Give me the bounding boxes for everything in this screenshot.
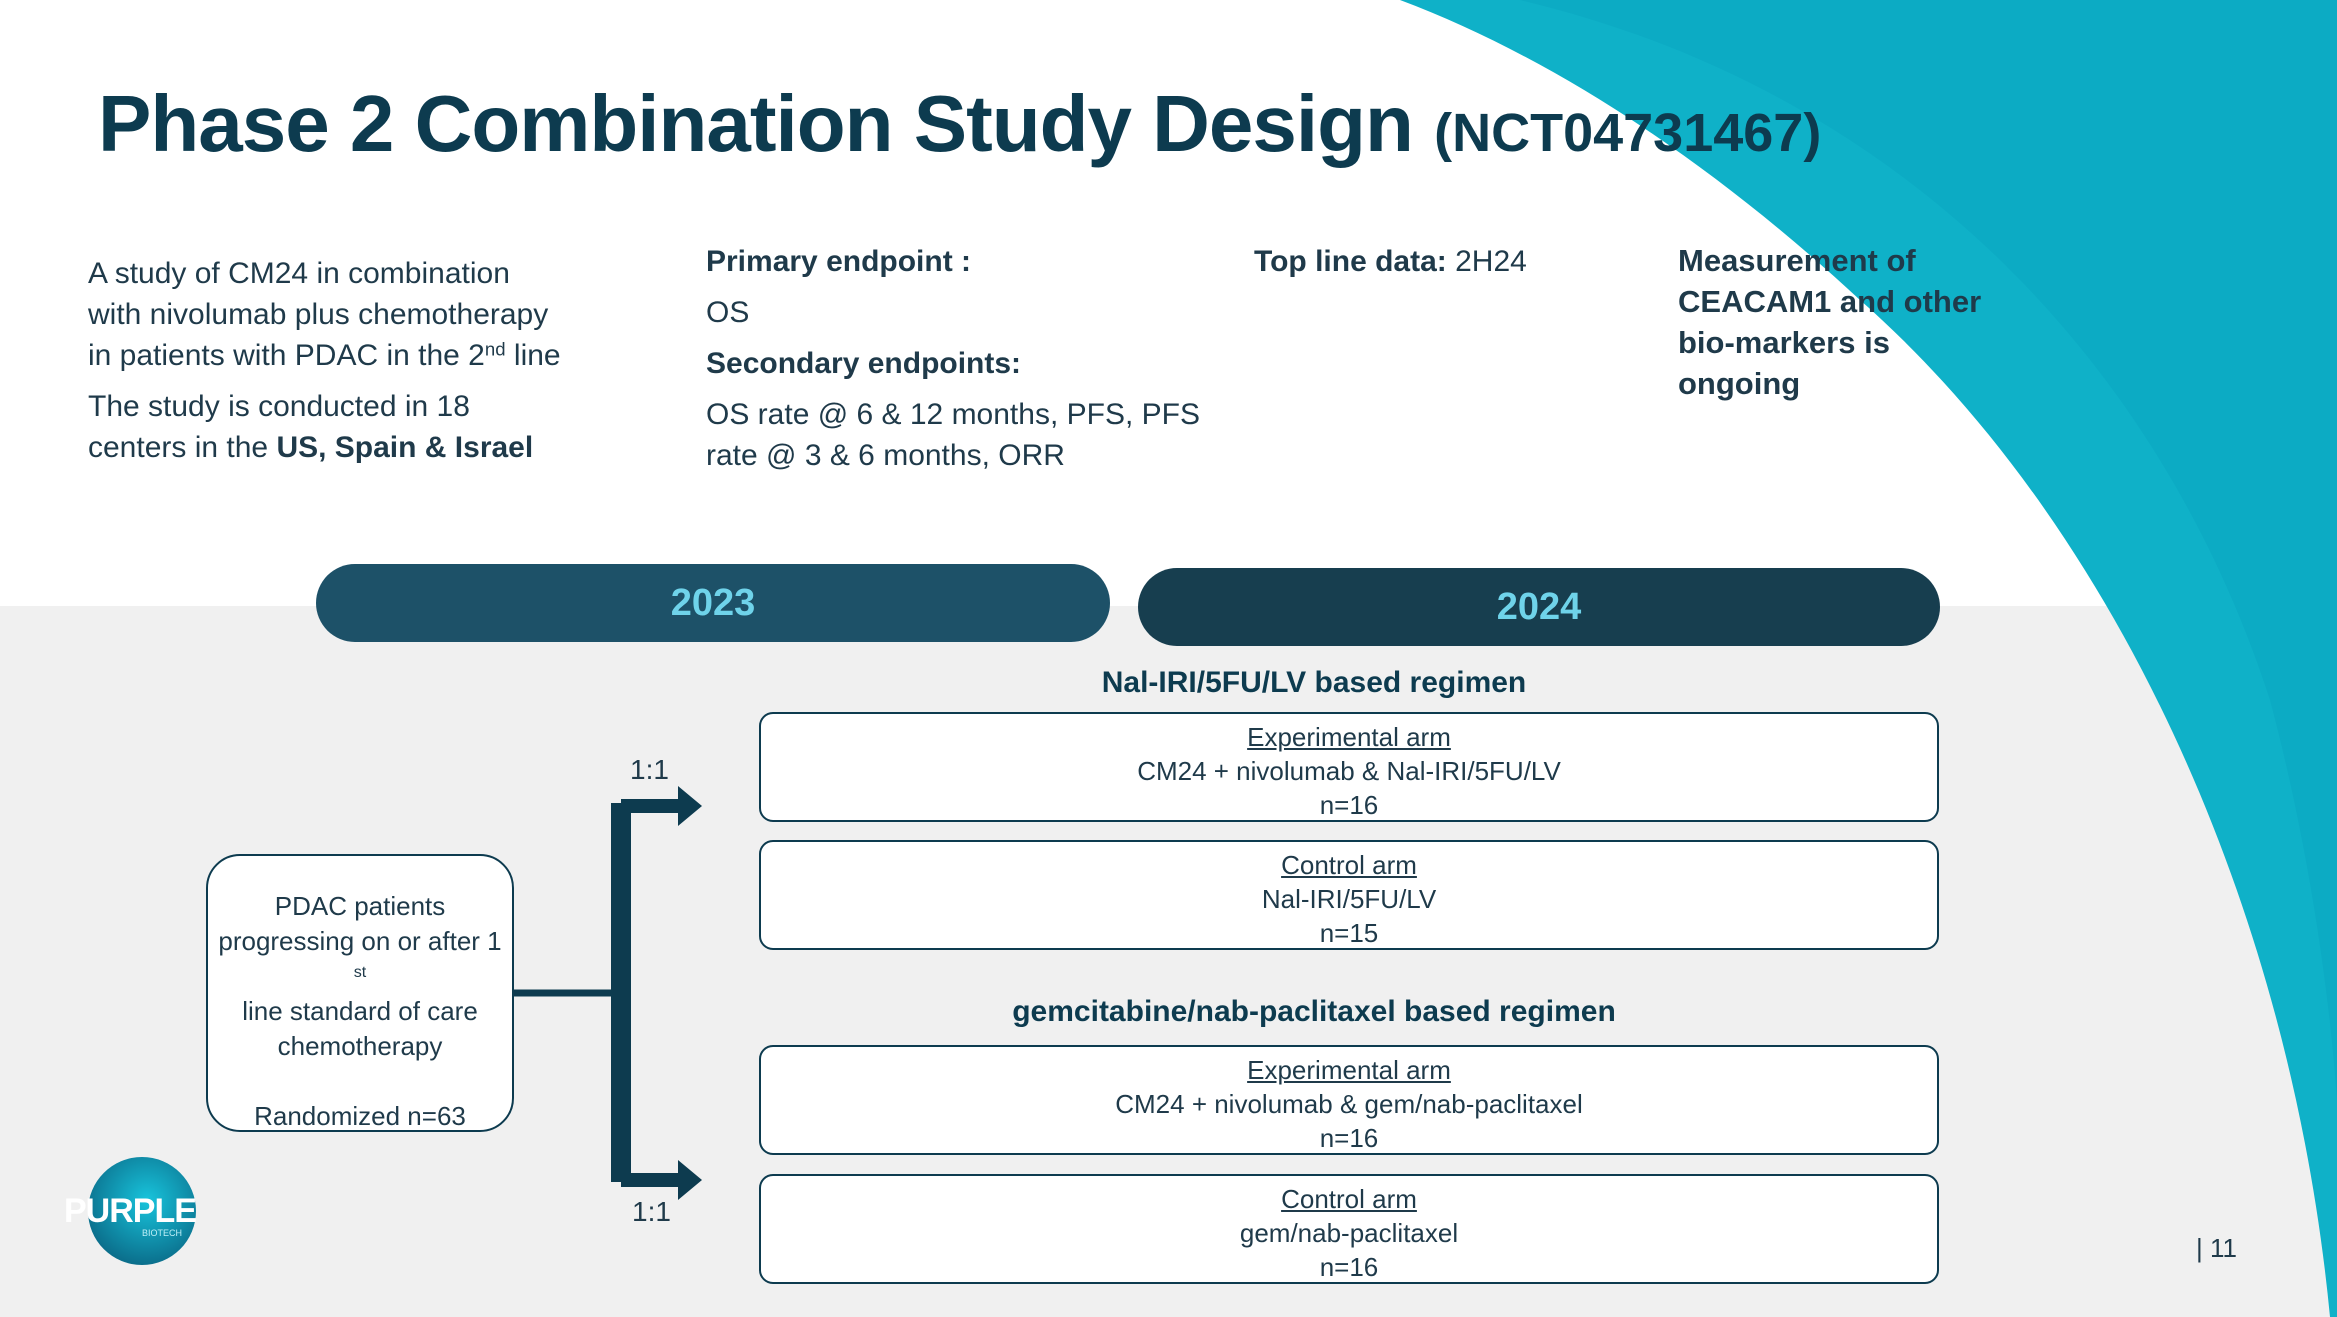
arm-box-gem-nab-control: Control arm gem/nab-paclitaxel n=16	[759, 1174, 1939, 1284]
title-main: Phase 2 Combination Study Design	[98, 79, 1414, 168]
arm-treatment: CM24 + nivolumab & Nal-IRI/5FU/LV	[1137, 756, 1561, 786]
primary-endpoint-label: Primary endpoint :	[706, 245, 972, 278]
primary-endpoint-value: OS	[706, 296, 750, 329]
arm-treatment: Nal-IRI/5FU/LV	[1261, 884, 1437, 914]
ratio-top: 1:1	[630, 754, 669, 785]
summary-line-2: The study is conducted in 18 centers in …	[88, 390, 534, 464]
regimen-title-nal-iri: Nal-IRI/5FU/LV based regimen	[1101, 666, 1527, 699]
secondary-endpoints-label: Secondary endpoints:	[706, 347, 1022, 380]
arm-box-gem-nab-experimental: Experimental arm CM24 + nivolumab & gem/…	[759, 1045, 1939, 1155]
arm-treatment: CM24 + nivolumab & gem/nab-paclitaxel	[1115, 1089, 1583, 1119]
topline-label: Top line data:	[1254, 245, 1447, 278]
year-2023-bar: 2023	[316, 564, 1110, 642]
arm-treatment: gem/nab-paclitaxel	[1239, 1218, 1459, 1248]
page-number: | 11	[2196, 1233, 2237, 1263]
secondary-endpoints-value: OS rate @ 6 & 12 months, PFS, PFS rate @…	[706, 398, 1200, 472]
svg-text:PURPLE: PURPLE	[64, 1192, 196, 1230]
year-2024-bar: 2024	[1138, 568, 1940, 646]
regimen-title-gem-nab: gemcitabine/nab-paclitaxel based regimen	[1012, 995, 1616, 1028]
arm-n: n=15	[1319, 918, 1379, 948]
arm-box-nal-iri-control: Control arm Nal-IRI/5FU/LV n=15	[759, 840, 1939, 950]
purple-biotech-logo: PURPLE BIOTECH	[64, 1157, 197, 1265]
summary-line-1: A study of CM24 in combination with nivo…	[88, 257, 561, 372]
arm-label: Experimental arm	[1247, 722, 1451, 752]
title-trial-id: (NCT04731467)	[1434, 103, 1822, 163]
arm-label: Control arm	[1281, 1184, 1417, 1214]
biomarkers-note: Measurement of CEACAM1 and other bio-mar…	[1678, 243, 1982, 401]
page-title: Phase 2 Combination Study Design (NCT047…	[98, 78, 1821, 170]
arm-box-nal-iri-experimental: Experimental arm CM24 + nivolumab & Nal-…	[759, 712, 1939, 822]
study-summary: A study of CM24 in combination with nivo…	[88, 253, 568, 468]
arm-label: Experimental arm	[1247, 1055, 1451, 1085]
randomized-count: Randomized n=63	[254, 1101, 466, 1131]
endpoints-block: Primary endpoint : OS Secondary endpoint…	[706, 241, 1226, 486]
arm-n: n=16	[1319, 1252, 1379, 1282]
arm-label: Control arm	[1281, 850, 1417, 880]
arm-n: n=16	[1319, 1123, 1379, 1153]
ratio-bottom: 1:1	[632, 1196, 671, 1227]
topline-data: Top line data: 2H24	[1254, 241, 1654, 282]
arm-n: n=16	[1319, 790, 1379, 820]
svg-text:BIOTECH: BIOTECH	[142, 1228, 182, 1238]
topline-value: 2H24	[1446, 245, 1527, 278]
